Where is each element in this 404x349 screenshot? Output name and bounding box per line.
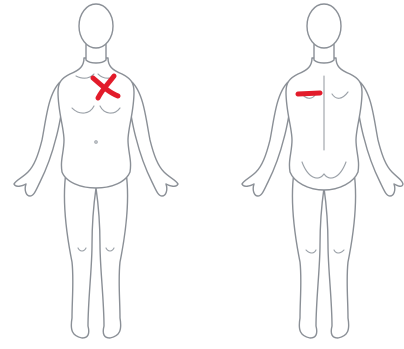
front-body-figure — [14, 4, 178, 338]
back-head — [307, 4, 341, 48]
front-left-arm — [14, 82, 64, 196]
back-dash-marker — [298, 93, 320, 94]
back-right-arm — [356, 82, 403, 196]
back-body-figure — [242, 4, 403, 338]
back-left-arm — [242, 82, 292, 196]
back-legs — [292, 172, 355, 338]
front-right-arm — [128, 82, 178, 196]
front-head — [79, 4, 113, 48]
front-legs — [64, 172, 127, 338]
